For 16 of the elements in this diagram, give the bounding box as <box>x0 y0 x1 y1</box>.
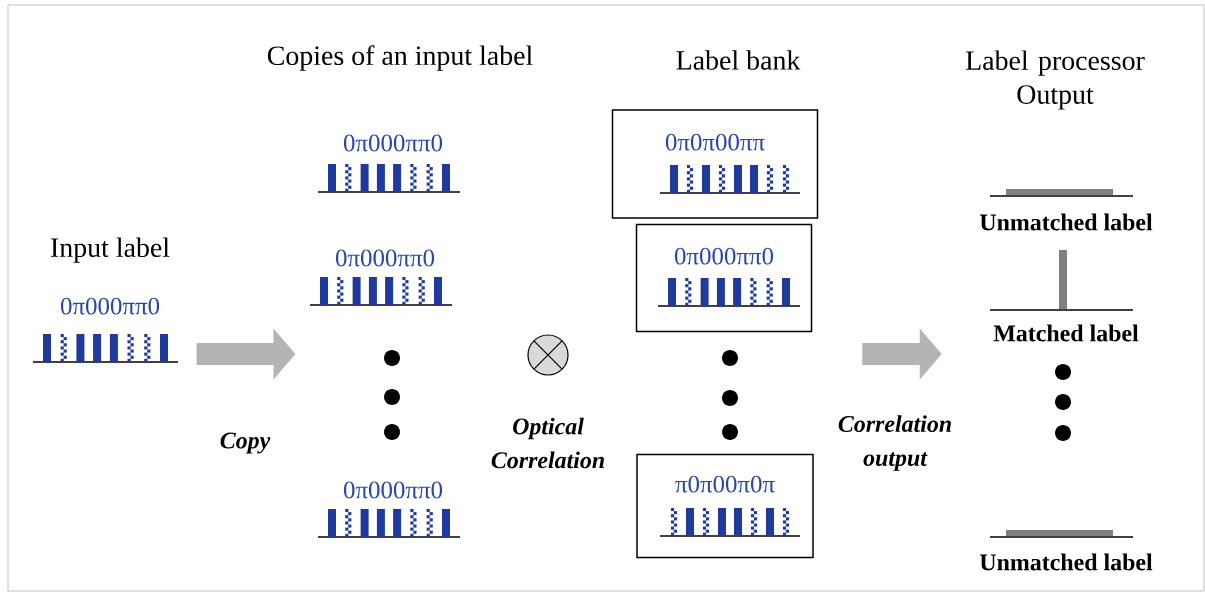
input-label: Input label 0π000ππ0 <box>51 237 170 315</box>
phase-code: 0π000ππ0 <box>343 481 443 499</box>
phase-code: 0π000ππ0 <box>335 249 435 267</box>
label-box: 0π000ππ0 <box>635 223 813 333</box>
column-heading: Copies of an input label <box>267 45 533 71</box>
label-box: π0π00π0π <box>636 453 814 559</box>
phase-code: 0π000ππ0 <box>343 134 443 152</box>
operation-label: Optical Correlation <box>491 417 604 469</box>
edge-label: Correlation output <box>838 415 951 471</box>
column-heading: Label bank <box>676 50 801 70</box>
column-heading: Label processor Output <box>965 50 1145 110</box>
output-caption: Unmatched label <box>979 213 1153 231</box>
output-caption: Unmatched label <box>979 553 1153 571</box>
label-box: 0π0π00ππ <box>611 109 819 219</box>
output-caption: Matched label <box>993 324 1139 342</box>
edge-label: Copy <box>220 432 271 454</box>
